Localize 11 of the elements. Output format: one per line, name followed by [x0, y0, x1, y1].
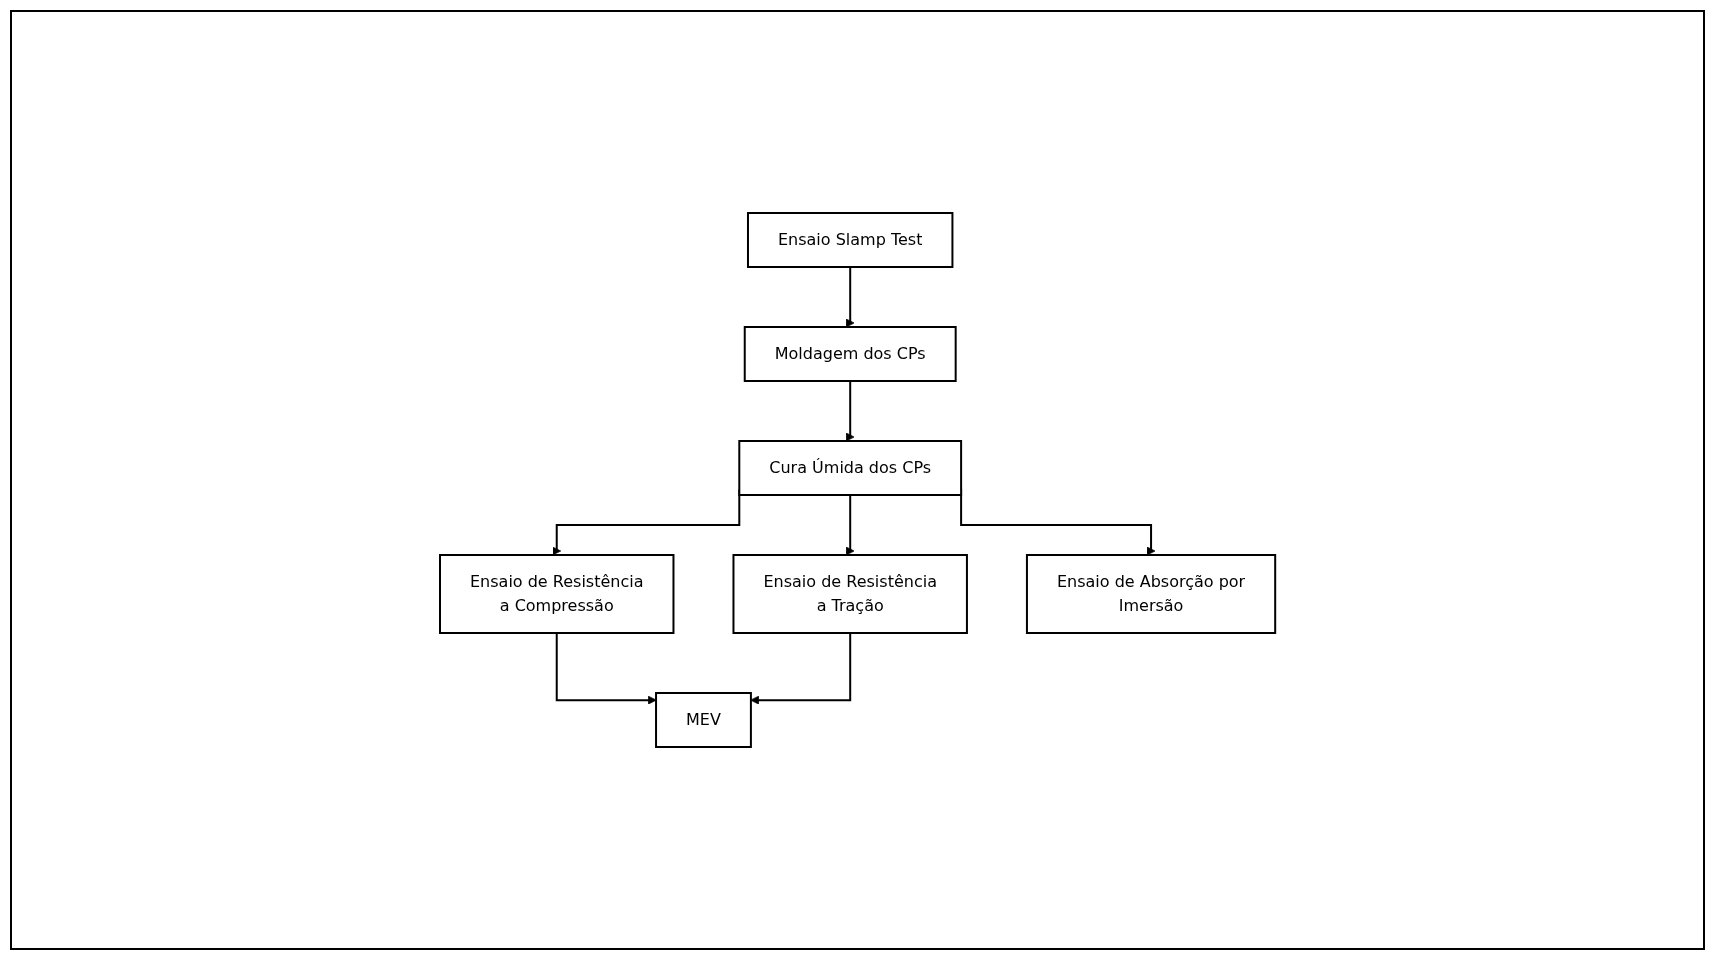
arrow: [845, 266, 855, 328]
arrow: [750, 632, 852, 705]
node-box: MEV: [654, 692, 752, 748]
node-box: Ensaio de Absorção por Imersão: [1025, 554, 1277, 634]
node-box: Ensaio de Resistência a Tração: [732, 554, 968, 634]
node-box: Ensaio Slamp Test: [746, 212, 954, 268]
node-box: Moldagem dos CPs: [743, 326, 957, 382]
arrow: [845, 380, 855, 442]
node-box: Ensaio de Resistência a Compressão: [438, 554, 675, 634]
node-box: Cura Úmida dos CPs: [738, 440, 962, 496]
arrow: [845, 494, 855, 556]
